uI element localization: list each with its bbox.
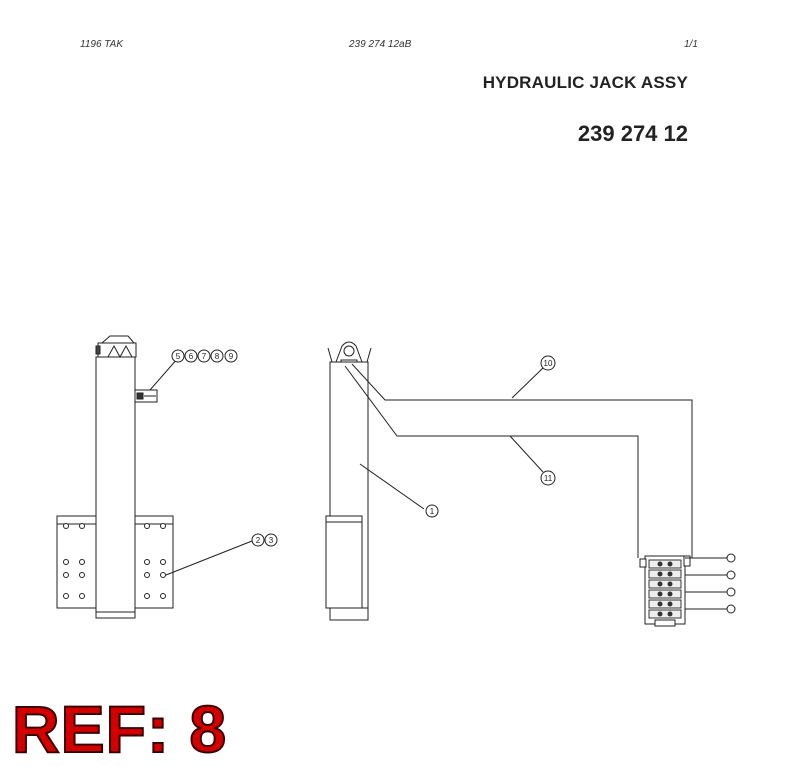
callout-6: 6 [189, 352, 194, 361]
control-valve-block [639, 553, 736, 627]
callout-1: 1 [430, 507, 435, 516]
hydraulic-hoses [344, 363, 693, 558]
jack-side-view [56, 335, 174, 619]
callout-3: 3 [269, 536, 274, 545]
callout-5: 5 [176, 352, 181, 361]
jack-front-view [325, 341, 372, 621]
part-number: 239 274 12 [577, 121, 688, 146]
callout-8: 8 [215, 352, 220, 361]
callout-10: 10 [544, 359, 553, 368]
ref-label: REF: 8 [11, 692, 228, 766]
header-page-number: 1/1 [684, 39, 698, 50]
header-left-code: 1196 TAK [80, 39, 123, 50]
drawing-title: HYDRAULIC JACK ASSY [482, 73, 688, 92]
header-drawing-number: 239 274 12aB [349, 39, 412, 50]
callout-7: 7 [202, 352, 207, 361]
callout-2: 2 [256, 536, 261, 545]
callout-11: 11 [544, 474, 553, 483]
base-plate-holes [63, 523, 166, 599]
callout-9: 9 [229, 352, 234, 361]
